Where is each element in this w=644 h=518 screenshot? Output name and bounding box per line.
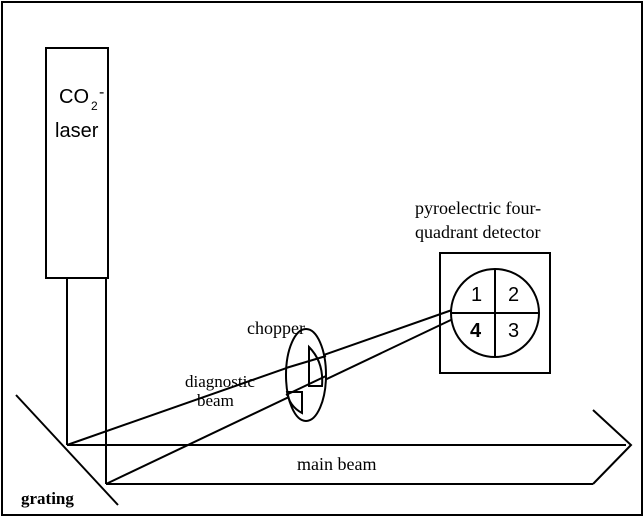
- chopper-label: chopper: [247, 318, 305, 338]
- grating-label: grating: [21, 489, 74, 508]
- detector-quadrant-4: 4: [470, 320, 482, 342]
- detector-quadrant-1: 1: [471, 284, 482, 306]
- diagnostic-beam-label-line1: diagnostic: [185, 372, 255, 391]
- laser-label-co: CO: [59, 86, 89, 108]
- main-beam-label: main beam: [297, 454, 376, 474]
- laser-label-laser: laser: [55, 120, 99, 142]
- laser-label-dash: -: [99, 84, 104, 101]
- detector-quadrant-3: 3: [508, 320, 519, 342]
- detector-quadrant-2: 2: [508, 284, 519, 306]
- grating-line: [15, 394, 119, 506]
- chopper-blade-lower: [285, 391, 303, 415]
- detector-title-line1: pyroelectric four-: [415, 198, 541, 218]
- co2-laser-box: [45, 47, 109, 279]
- chopper-wheel: [285, 328, 327, 422]
- main-beam-arrowhead: [592, 409, 633, 485]
- laser-label-subscript: 2: [91, 99, 98, 113]
- diagnostic-beam-label-line2: beam: [197, 391, 234, 410]
- diagnostic-beam-upper: [66, 309, 453, 446]
- beam-through-chopper-lower: [285, 375, 327, 396]
- diagnostic-beam-lower: [105, 317, 456, 485]
- detector-title-line2: quadrant detector: [415, 222, 540, 242]
- detector-housing: [439, 252, 551, 374]
- chopper-blade-upper: [308, 344, 324, 387]
- beam-through-chopper-upper: [285, 355, 327, 369]
